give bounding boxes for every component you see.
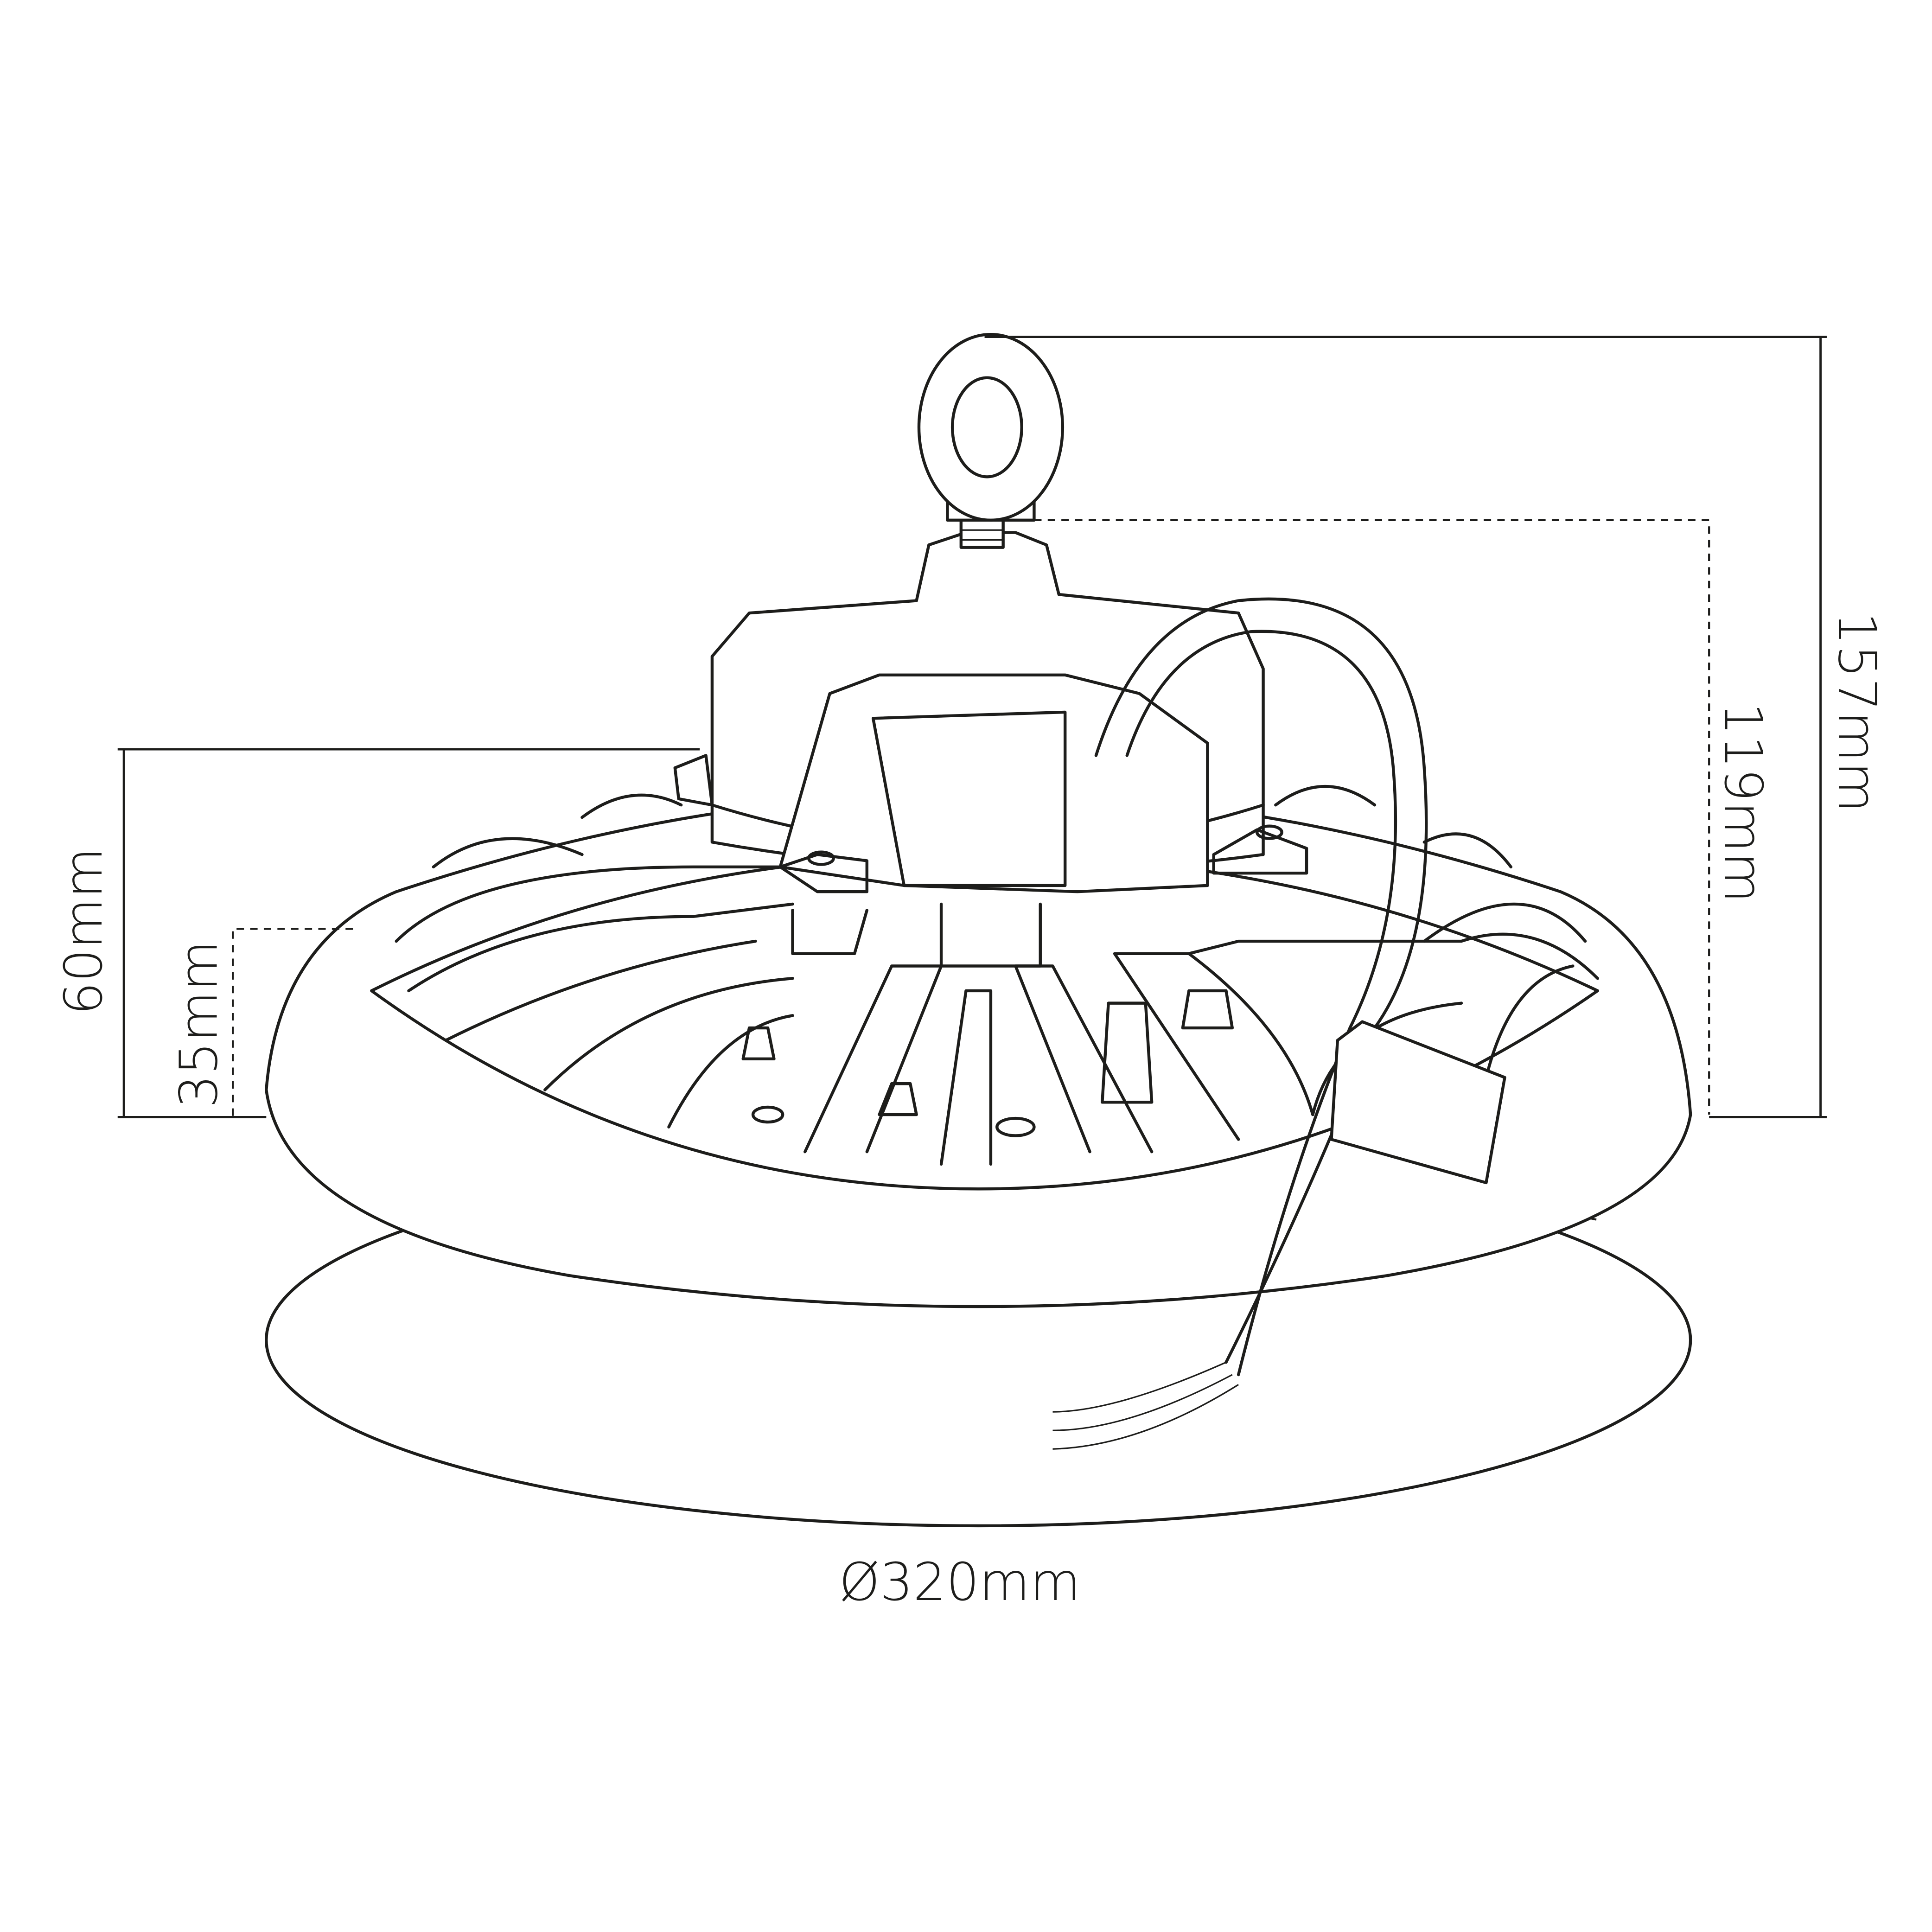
heatsink-fins (395, 784, 1599, 1166)
dim-157: 157mm (984, 336, 1887, 1118)
dim-157-label: 157mm (1827, 612, 1887, 813)
dim-119: 119mm (1034, 519, 1773, 1115)
dim-60-label: 60mm (54, 848, 114, 1015)
power-cable (1052, 597, 1506, 1450)
dim-60: 60mm (54, 748, 700, 1118)
dim-diameter-label: Ø320mm (839, 1552, 1081, 1613)
driver-housing (673, 531, 1308, 968)
dim-119-label: 119mm (1713, 702, 1773, 903)
dim-35: 35mm (169, 928, 353, 1117)
heatsink-dome (265, 784, 1692, 1308)
dim-35-label: 35mm (169, 940, 229, 1108)
mounting-posts (741, 989, 1234, 1137)
eye-bolt (917, 333, 1065, 549)
